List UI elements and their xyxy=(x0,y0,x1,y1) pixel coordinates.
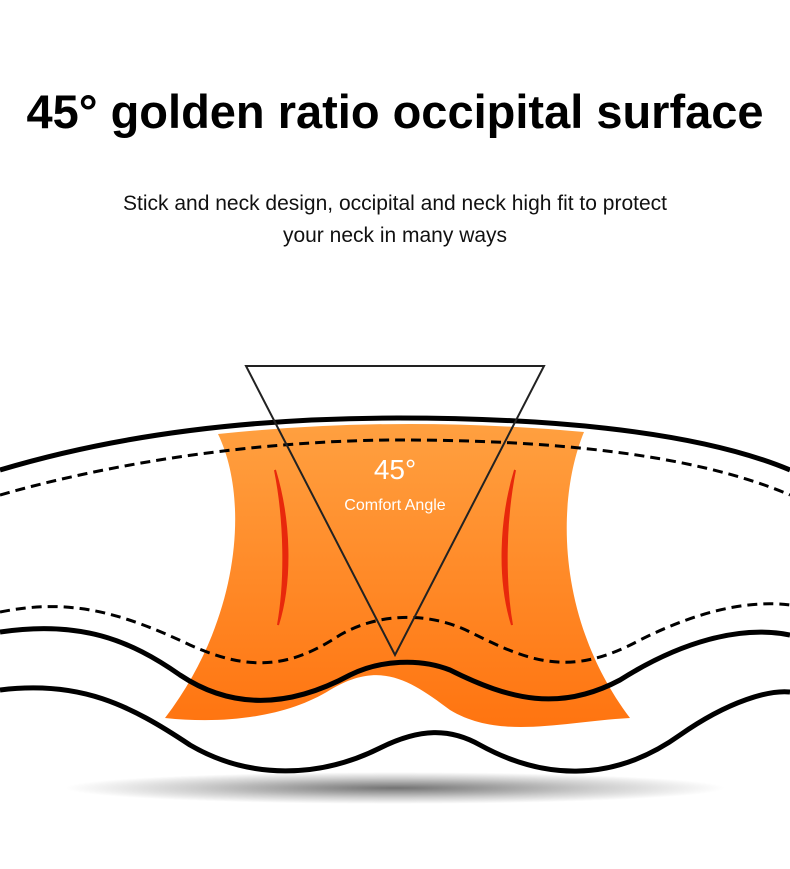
pressure-curve-right xyxy=(501,469,516,626)
comfort-angle-triangle xyxy=(244,365,546,658)
pillow-lower-dashed-contour xyxy=(0,602,790,665)
pillow-top-contour xyxy=(0,415,790,473)
feature-description: Stick and neck design, occipital and nec… xyxy=(0,188,790,252)
feature-description-line-1: Stick and neck design, occipital and nec… xyxy=(123,192,667,215)
pillow-top-dashed-contour xyxy=(0,438,790,497)
ground-shadow xyxy=(65,772,725,804)
page-title: 45° golden ratio occipital surface xyxy=(26,85,764,138)
comfort-angle-label: Comfort Angle xyxy=(344,497,446,514)
pillow-bottom-contour xyxy=(0,685,790,774)
pressure-curve-left xyxy=(274,469,289,626)
feature-description-line-2: your neck in many ways xyxy=(282,224,508,247)
pillow-middle-contour xyxy=(0,626,790,703)
comfort-angle-value: 45° xyxy=(373,454,417,485)
